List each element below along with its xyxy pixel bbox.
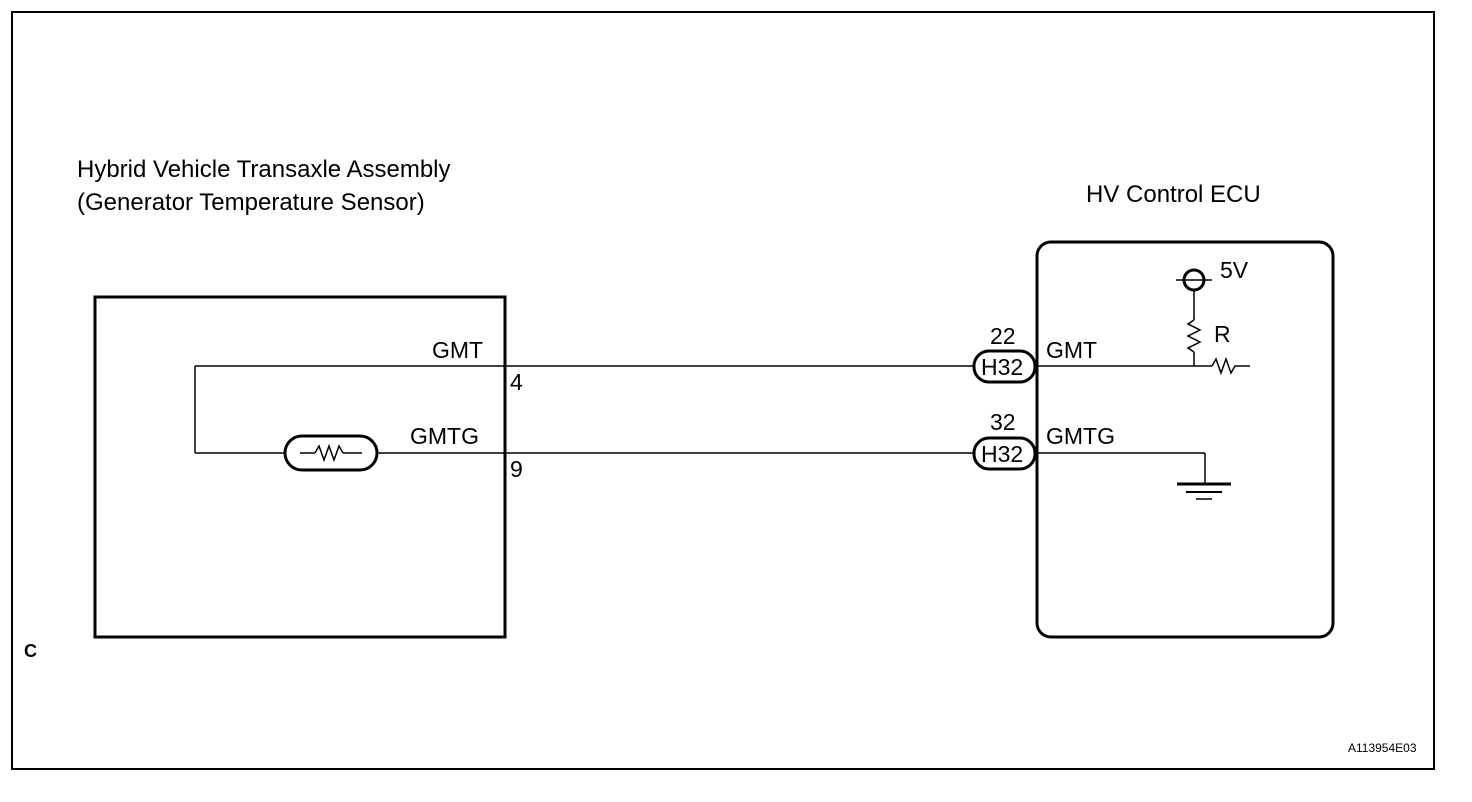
left-component-title-line2: (Generator Temperature Sensor) [77, 189, 425, 216]
left-pin-gmtg-number: 9 [510, 456, 523, 482]
connector-top-label: H32 [981, 354, 1023, 380]
sensor-box [93, 295, 507, 639]
connector-h32-top: H32 [972, 349, 1037, 384]
figure-id: A113954E03 [1348, 741, 1417, 755]
right-component-title: HV Control ECU [1086, 181, 1261, 208]
connector-bottom-label: H32 [981, 441, 1023, 467]
right-pin-gmt-number: 22 [990, 323, 1016, 349]
left-pin-gmtg-name: GMTG [410, 423, 479, 449]
connector-h32-bottom: H32 [972, 436, 1037, 471]
resistor-symbol [1186, 319, 1202, 353]
right-pin-gmtg-name: GMTG [1046, 423, 1115, 449]
supply-voltage-label: 5V [1220, 257, 1249, 283]
sense-input-symbol [1211, 356, 1250, 376]
left-component-title-line1: Hybrid Vehicle Transaxle Assembly [77, 156, 451, 183]
right-pin-gmt-name: GMT [1046, 337, 1097, 363]
ecu-box [1035, 240, 1335, 639]
diagram-frame [11, 11, 1435, 770]
thermistor-symbol [283, 434, 379, 472]
right-pin-gmtg-number: 32 [990, 409, 1016, 435]
ground-icon [1177, 453, 1231, 500]
left-pin-gmt-number: 4 [510, 369, 523, 395]
resistor-label: R [1214, 321, 1231, 347]
left-pin-gmt-name: GMT [432, 337, 483, 363]
corner-label: C [24, 641, 37, 661]
supply-terminal-icon [1176, 268, 1212, 292]
